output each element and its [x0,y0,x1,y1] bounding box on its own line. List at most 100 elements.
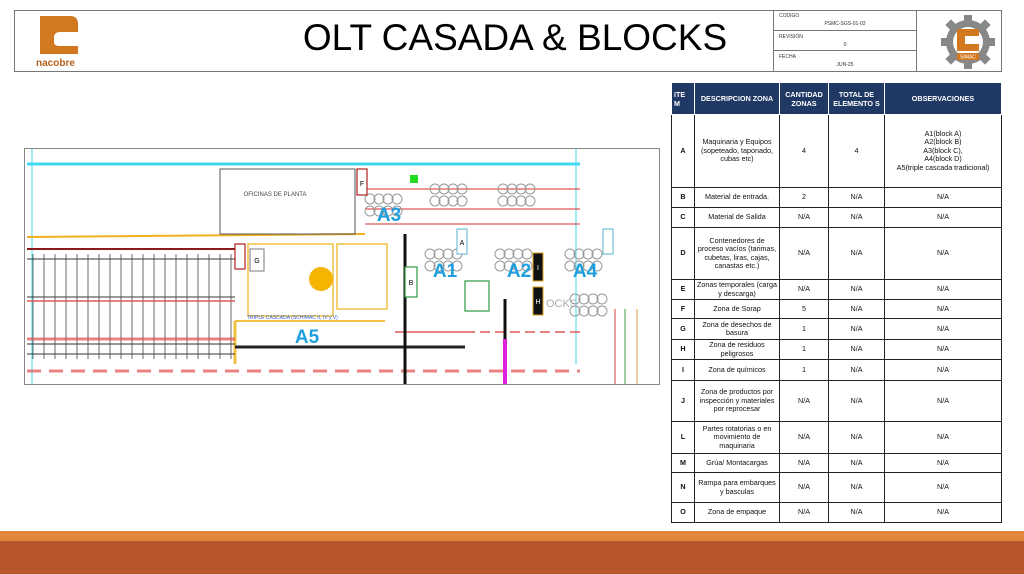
observations-cell: N/A [884,187,1002,208]
zone-f-label: F [360,181,364,188]
item-cell: L [671,421,695,454]
observations-cell: N/A [884,421,1002,454]
fecha-value: JUN-25 [836,62,854,69]
zone-a-label: A [460,240,465,247]
revision-label: REVISIÓN [779,33,803,40]
description-cell: Zona de empaque [694,502,780,523]
description-cell: Zona de productos por inspección y mater… [694,380,780,422]
machine-ring [497,183,509,195]
observation-line: A5(triple cascada tradicional) [896,162,990,172]
quantity-cell: N/A [779,380,829,422]
total-cell: N/A [828,187,885,208]
total-cell: N/A [828,472,885,503]
machine-ring [564,248,576,260]
total-cell: N/A [828,339,885,360]
item-cell: C [671,207,695,228]
item-cell: M [671,453,695,473]
machine-ring [587,293,599,305]
machine-ring [429,195,441,207]
observations-cell: N/A [884,207,1002,228]
observations-cell: N/A [884,299,1002,319]
quantity-cell: N/A [779,421,829,454]
machine-ring [506,195,518,207]
machine-ring [497,195,509,207]
description-cell: Material de entrada. [694,187,780,208]
item-cell: A [671,114,695,188]
quantity-cell: 4 [779,114,829,188]
machine-ring [494,248,506,260]
machine-ring [587,305,599,317]
zone-i-label: I [537,265,539,272]
gnt-marker [309,267,333,291]
svg-text:SIMAC: SIMAC [960,55,976,61]
description-cell: Zona de residuos peligrosos [694,339,780,360]
machine-ring [456,183,468,195]
item-cell: D [671,227,695,280]
page-title: OLT CASADA & BLOCKS [302,17,728,58]
area-label-a2: A2 [507,261,531,282]
quantity-cell: 2 [779,187,829,208]
total-cell: N/A [828,453,885,473]
machine-ring [569,293,581,305]
cascade-label: TRIPLE CASCADA (SCHIMAC II, IV y V) [247,315,338,321]
description-cell: Grúa/ Montacargas [694,453,780,473]
svg-text:nacobre: nacobre [36,58,75,69]
header-item: ITE M [671,82,695,115]
gear-icon: SIMAC [941,15,995,69]
machine-ring [438,195,450,207]
revision-value: 0 [843,41,847,48]
total-cell: N/A [828,207,885,228]
observations-cell: A1(block A)A2(block B)A3(block C),A4(blo… [884,114,1002,188]
item-cell: B [671,187,695,208]
machine-ring [524,195,536,207]
footer-bar [0,541,1024,574]
observations-cell: N/A [884,359,1002,381]
observation-line: A3(block C), [923,145,963,155]
quantity-cell: 1 [779,318,829,340]
header-observations: OBSERVACIONES [884,82,1002,115]
observations-cell: N/A [884,453,1002,473]
item-cell: E [671,279,695,300]
header-description: DESCRIPCION ZONA [694,82,780,115]
quantity-cell: N/A [779,472,829,503]
machine-ring [596,293,608,305]
machine-ring [564,260,576,272]
document-control-box: CODIGO PSMC-SGS-01-03 REVISIÓN 0 FECHA J… [773,10,917,72]
observations-cell: N/A [884,472,1002,503]
simac-logo: SIMAC [938,14,998,70]
zone-g-label: G [254,258,259,265]
zone-b-label: B [409,280,414,287]
machine-ring [582,248,594,260]
zone-h-label: H [535,299,540,306]
quantity-cell: N/A [779,279,829,300]
machine-ring [364,205,376,217]
total-cell: N/A [828,318,885,340]
machine-ring [591,248,603,260]
description-cell: Zona de desechos de basura [694,318,780,340]
description-cell: Zona de químicos [694,359,780,381]
nacobre-logo: nacobre [30,14,90,70]
item-cell: I [671,359,695,381]
document-header [14,10,1002,72]
machine-ring [521,260,533,272]
total-cell: 4 [828,114,885,188]
area-label-a5: A5 [295,327,320,348]
total-cell: N/A [828,421,885,454]
machine-ring [433,260,445,272]
observations-cell: N/A [884,502,1002,523]
machine-ring [596,305,608,317]
machine-ring [429,183,441,195]
footer-stripe [0,531,1024,541]
machine-ring [515,183,527,195]
observations-cell: N/A [884,380,1002,422]
machine-ring [447,183,459,195]
item-cell: J [671,380,695,422]
description-cell: Contenedores de proceso vacíos (tarimas,… [694,227,780,280]
blocks-label: OCKS [546,298,577,310]
